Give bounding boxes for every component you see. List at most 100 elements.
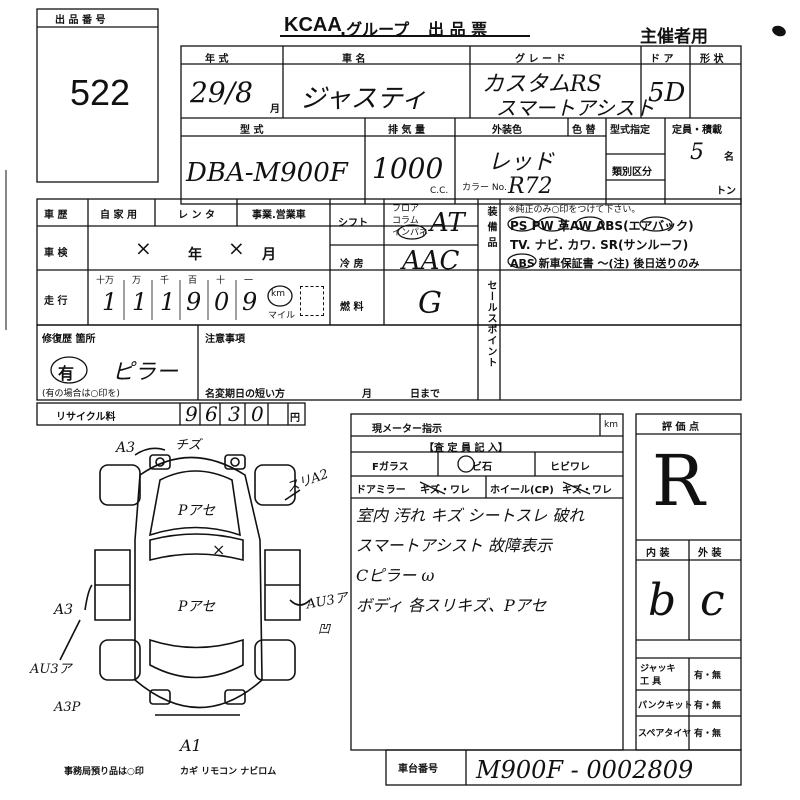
mileage-digit-4: 9 <box>186 288 202 316</box>
diagram-a3-top: A3 <box>116 440 136 456</box>
recycle-label: リサイクル料 <box>56 412 116 423</box>
glass-label: Fガラス <box>372 462 409 473</box>
door-value: 5D <box>648 78 686 108</box>
year-header: 年 式 <box>205 54 229 65</box>
diagram-a3-left: A3 <box>54 602 74 618</box>
model-header: 型 式 <box>240 125 264 136</box>
score-value: R <box>652 440 705 522</box>
exterior-label: 外 装 <box>698 548 722 559</box>
equipment-note: ※純正のみ○印をつけて下さい。 <box>508 205 641 215</box>
diagram-paint-1: Pアセ <box>178 503 216 519</box>
inspector-note-2: スマートアシスト 故障表示 <box>356 536 552 555</box>
shaken-month-mark: × <box>228 236 245 260</box>
recycle-digit-4: 0 <box>251 402 264 426</box>
repair-hint: (有の場合は○印を) <box>42 389 120 399</box>
diagram-a3p: A3P <box>54 700 81 715</box>
repair-label: 修復歴 箇所 <box>42 334 96 345</box>
notes-label: 注意事項 <box>205 334 245 345</box>
displacement-value: 1000 <box>372 152 444 185</box>
score-label: 評 価 点 <box>662 422 699 433</box>
mirror-value: キズ・ワレ <box>420 485 470 496</box>
brand-title: KCAA <box>284 14 342 36</box>
inspector-note-3: Cピラー ω <box>356 566 435 585</box>
interior-label: 内 装 <box>646 548 670 559</box>
capacity-header: 定員・積載 <box>672 125 722 136</box>
exterior-color-value: レッド <box>488 150 555 175</box>
color-change-header: 色 替 <box>572 125 596 136</box>
office-label: 事務局預り品は○印 <box>64 767 144 777</box>
shift-floor: フロア <box>392 204 420 214</box>
capacity-unit: 名 <box>724 152 734 163</box>
exterior-color-header: 外装色 <box>492 125 522 136</box>
chassis-label: 車台番号 <box>398 764 438 775</box>
history-label: 車 歴 <box>44 210 68 221</box>
private-use: 自 家 用 <box>100 210 137 221</box>
displacement-header: 排 気 量 <box>388 125 425 136</box>
spare-tire-options: 有・無 <box>694 729 722 739</box>
shaken-month-unit: 月 <box>262 247 276 263</box>
ac-label: 冷 房 <box>340 259 364 270</box>
ton-unit: トン <box>716 186 736 197</box>
repair-circle-mark: 有 <box>58 364 75 383</box>
mileage-mile: マイル <box>268 311 296 321</box>
wheel-value: キズ・ワレ <box>562 485 612 496</box>
diagram-x-mark: × <box>212 540 226 559</box>
diagram-a1: A1 <box>180 736 202 755</box>
shaken-year-mark: × <box>135 236 152 260</box>
equipment-line-1: PS PW 革AW ABS(エアバック) <box>510 219 694 233</box>
lot-number: 522 <box>70 72 131 113</box>
mileage-unit-1: 一 <box>244 276 254 286</box>
registration-label: 名変期日の短い方 <box>205 389 285 400</box>
mileage-label: 走 行 <box>44 296 68 307</box>
meter-unit: km <box>604 420 618 430</box>
mileage-unit-10: 十 <box>216 276 226 286</box>
diagram-au3-left: AU3ア <box>30 662 72 677</box>
mileage-digit-1: 1 <box>102 288 118 316</box>
year-value: 29/8 <box>190 76 253 109</box>
mirror-label: ドアミラー <box>356 485 406 496</box>
organizer-label: 主催者用 <box>640 27 708 47</box>
puncture-kit-label: パンクキット <box>638 701 693 711</box>
meter-label: 現メーター指示 <box>372 424 442 435</box>
mileage-unit-100k: 十万 <box>96 276 115 286</box>
chassis-value: M900F - 0002809 <box>476 756 694 784</box>
diagram-paint-2: Pアセ <box>178 599 216 615</box>
shaken-year-unit: 年 <box>188 247 202 263</box>
interior-score: b <box>648 575 677 626</box>
diagram-front: チズ <box>175 438 202 453</box>
lot-number-header: 出 品 番 号 <box>55 15 106 26</box>
shift-instrument-panel: インパネ <box>392 228 429 238</box>
business-use: 事業.営業車 <box>252 210 306 221</box>
spare-tire-label: スペアタイヤ <box>638 729 692 739</box>
office-items: カギ リモコン ナビロム <box>180 767 277 777</box>
car-diagram <box>59 447 311 716</box>
inspector-header: 【査 定 員 記 入】 <box>424 443 508 454</box>
model-value: DBA-M900F <box>186 158 348 188</box>
door-header: ド ア <box>650 54 674 65</box>
mileage-extra-box <box>300 286 324 316</box>
mileage-digit-6: 9 <box>242 288 258 316</box>
jack-tools-options: 有・無 <box>694 671 722 681</box>
mileage-digit-5: 0 <box>214 288 230 316</box>
exterior-score: c <box>700 575 725 626</box>
recycle-digit-2: 6 <box>205 402 218 426</box>
ac-value: AAC <box>402 246 460 276</box>
jack-tools-label: ジャッキ 工 具 <box>640 664 676 687</box>
category-header: 類別区分 <box>612 167 652 178</box>
name-header: 車 名 <box>342 54 366 65</box>
mileage-digit-3: 1 <box>160 288 176 316</box>
repair-parts: ピラー <box>112 360 179 385</box>
sheet-title: 出 品 票 <box>428 20 488 39</box>
mileage-digit-2: 1 <box>132 288 148 316</box>
grade-line-2: スマートアシスト <box>496 96 655 120</box>
registration-month: 月 <box>362 389 372 400</box>
equipment-line-3: ABS 新車保証書 〜(注) 後日送りのみ <box>510 257 700 270</box>
designation-header: 型式指定 <box>610 125 650 136</box>
wheel-label: ホイール(CP) <box>490 485 554 496</box>
recycle-unit: 円 <box>290 413 300 424</box>
color-no-label: カラー No. <box>462 183 507 193</box>
crack-label: ヒビワレ <box>550 462 590 473</box>
recycle-digit-3: 3 <box>228 402 241 426</box>
shaken-label: 車 検 <box>44 248 68 259</box>
